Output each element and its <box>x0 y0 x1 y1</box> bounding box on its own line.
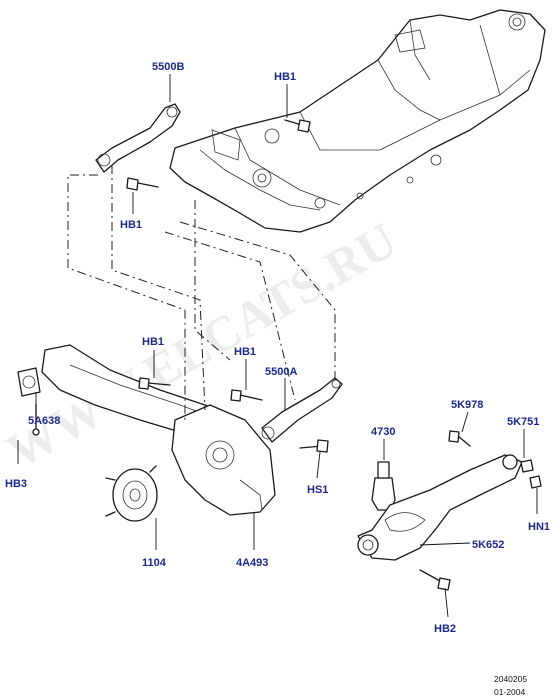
lower-link-5500a <box>261 377 343 443</box>
label-hb1-mid2: HB1 <box>234 346 256 358</box>
label-5a638: 5A638 <box>28 415 60 427</box>
label-5k978: 5K978 <box>451 399 483 411</box>
lower-arm-5k652 <box>357 454 523 561</box>
assembly-lines <box>67 165 336 420</box>
label-hb1-top: HB1 <box>274 71 296 83</box>
label-hb1-mid: HB1 <box>142 336 164 348</box>
drawing-code: 2040205 <box>494 674 527 684</box>
leader-lines <box>17 74 538 618</box>
label-hb3: HB3 <box>5 478 27 490</box>
rear-subframe <box>169 9 546 233</box>
upper-link-5500b <box>95 103 181 173</box>
drawing-date: 01-2004 <box>494 687 525 697</box>
label-hn1: HN1 <box>528 521 550 533</box>
bolts <box>126 119 542 591</box>
wheel-hub-1104 <box>105 465 158 522</box>
label-4a493: 4A493 <box>236 557 268 569</box>
callout-labels: 5500B HB1 HB1 HB1 HB1 5500A 5A638 HB3 47… <box>5 61 550 635</box>
label-hs1: HS1 <box>307 484 328 496</box>
label-hb2: HB2 <box>434 623 456 635</box>
label-hb1-left: HB1 <box>120 219 142 231</box>
knuckle-4a493 <box>171 404 276 516</box>
label-4730: 4730 <box>371 426 395 438</box>
label-5k652: 5K652 <box>472 539 504 551</box>
label-5500a: 5500A <box>265 366 297 378</box>
label-5k751: 5K751 <box>507 416 539 428</box>
bump-stop-4730 <box>371 461 396 511</box>
label-1104: 1104 <box>142 557 167 569</box>
label-5500b: 5500B <box>152 61 184 73</box>
